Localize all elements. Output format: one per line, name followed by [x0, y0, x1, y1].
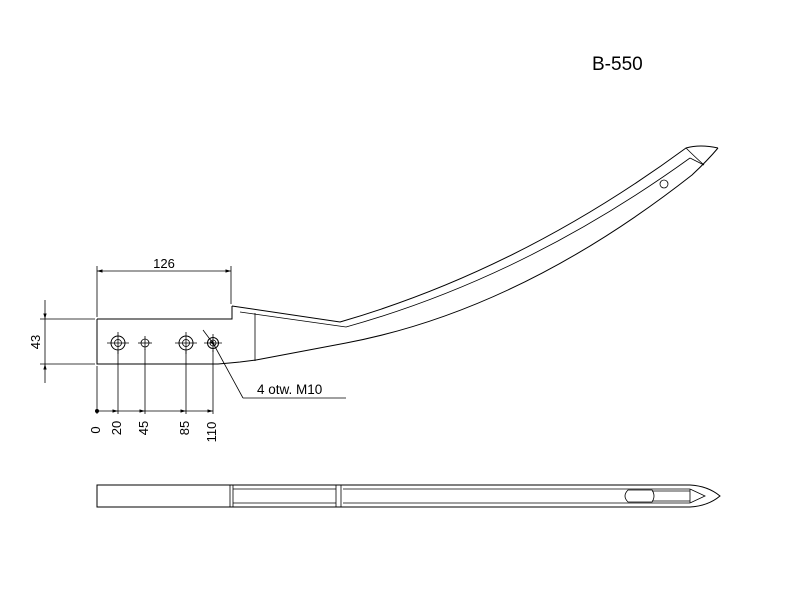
width-dimension: 126	[96, 256, 232, 317]
hole-45	[138, 336, 152, 350]
hole-pos-45: 45	[136, 421, 151, 435]
pin-hole	[659, 179, 669, 189]
hole-position-dimensions: 0 20 45 85 110	[88, 349, 219, 442]
hole-pos-110: 110	[204, 422, 219, 443]
hole-callout: 4 otw. M10	[202, 329, 346, 399]
hole-85	[175, 332, 197, 354]
tine-side-view	[96, 145, 719, 365]
drawing-title: B-550	[592, 54, 643, 75]
height-dimension: 43	[28, 300, 95, 383]
hole-callout-label: 4 otw. M10	[257, 382, 322, 397]
hole-pos-20: 20	[109, 421, 124, 435]
mounting-holes	[107, 332, 222, 354]
height-label: 43	[28, 335, 43, 349]
tine-top-view	[96, 484, 721, 508]
hole-pos-85: 85	[177, 421, 192, 435]
hole-pos-0: 0	[88, 426, 103, 433]
hole-20	[107, 332, 129, 354]
width-label: 126	[153, 256, 175, 271]
